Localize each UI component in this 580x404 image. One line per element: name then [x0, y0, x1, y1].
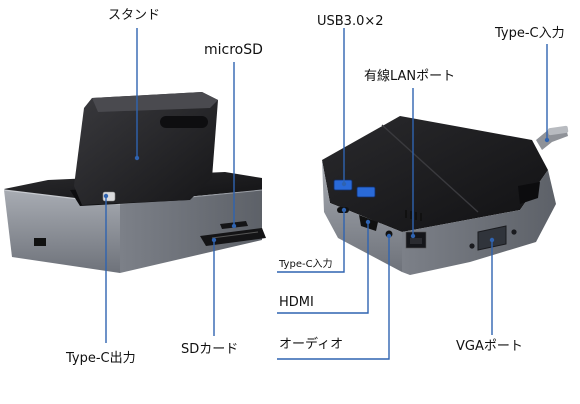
label-hdmi: HDMI	[279, 295, 314, 310]
label-audio: オーディオ	[279, 337, 344, 352]
label-sdcard: SDカード	[181, 342, 239, 357]
label-usb3: USB3.0×2	[317, 14, 384, 29]
label-stand: スタンド	[108, 8, 161, 23]
usb-hub-device	[322, 116, 569, 275]
stand-dock-device	[3, 92, 266, 273]
label-typec-out: Type-C出力	[66, 351, 136, 366]
label-lan-port: 有線LANポート	[364, 69, 456, 84]
label-microsd: microSD	[204, 42, 263, 58]
label-typec-in-small: Type-C入力	[279, 259, 333, 270]
label-vga-port: VGAポート	[456, 339, 523, 354]
label-typec-in: Type-C入力	[495, 26, 565, 41]
leader-lines	[103, 28, 550, 360]
